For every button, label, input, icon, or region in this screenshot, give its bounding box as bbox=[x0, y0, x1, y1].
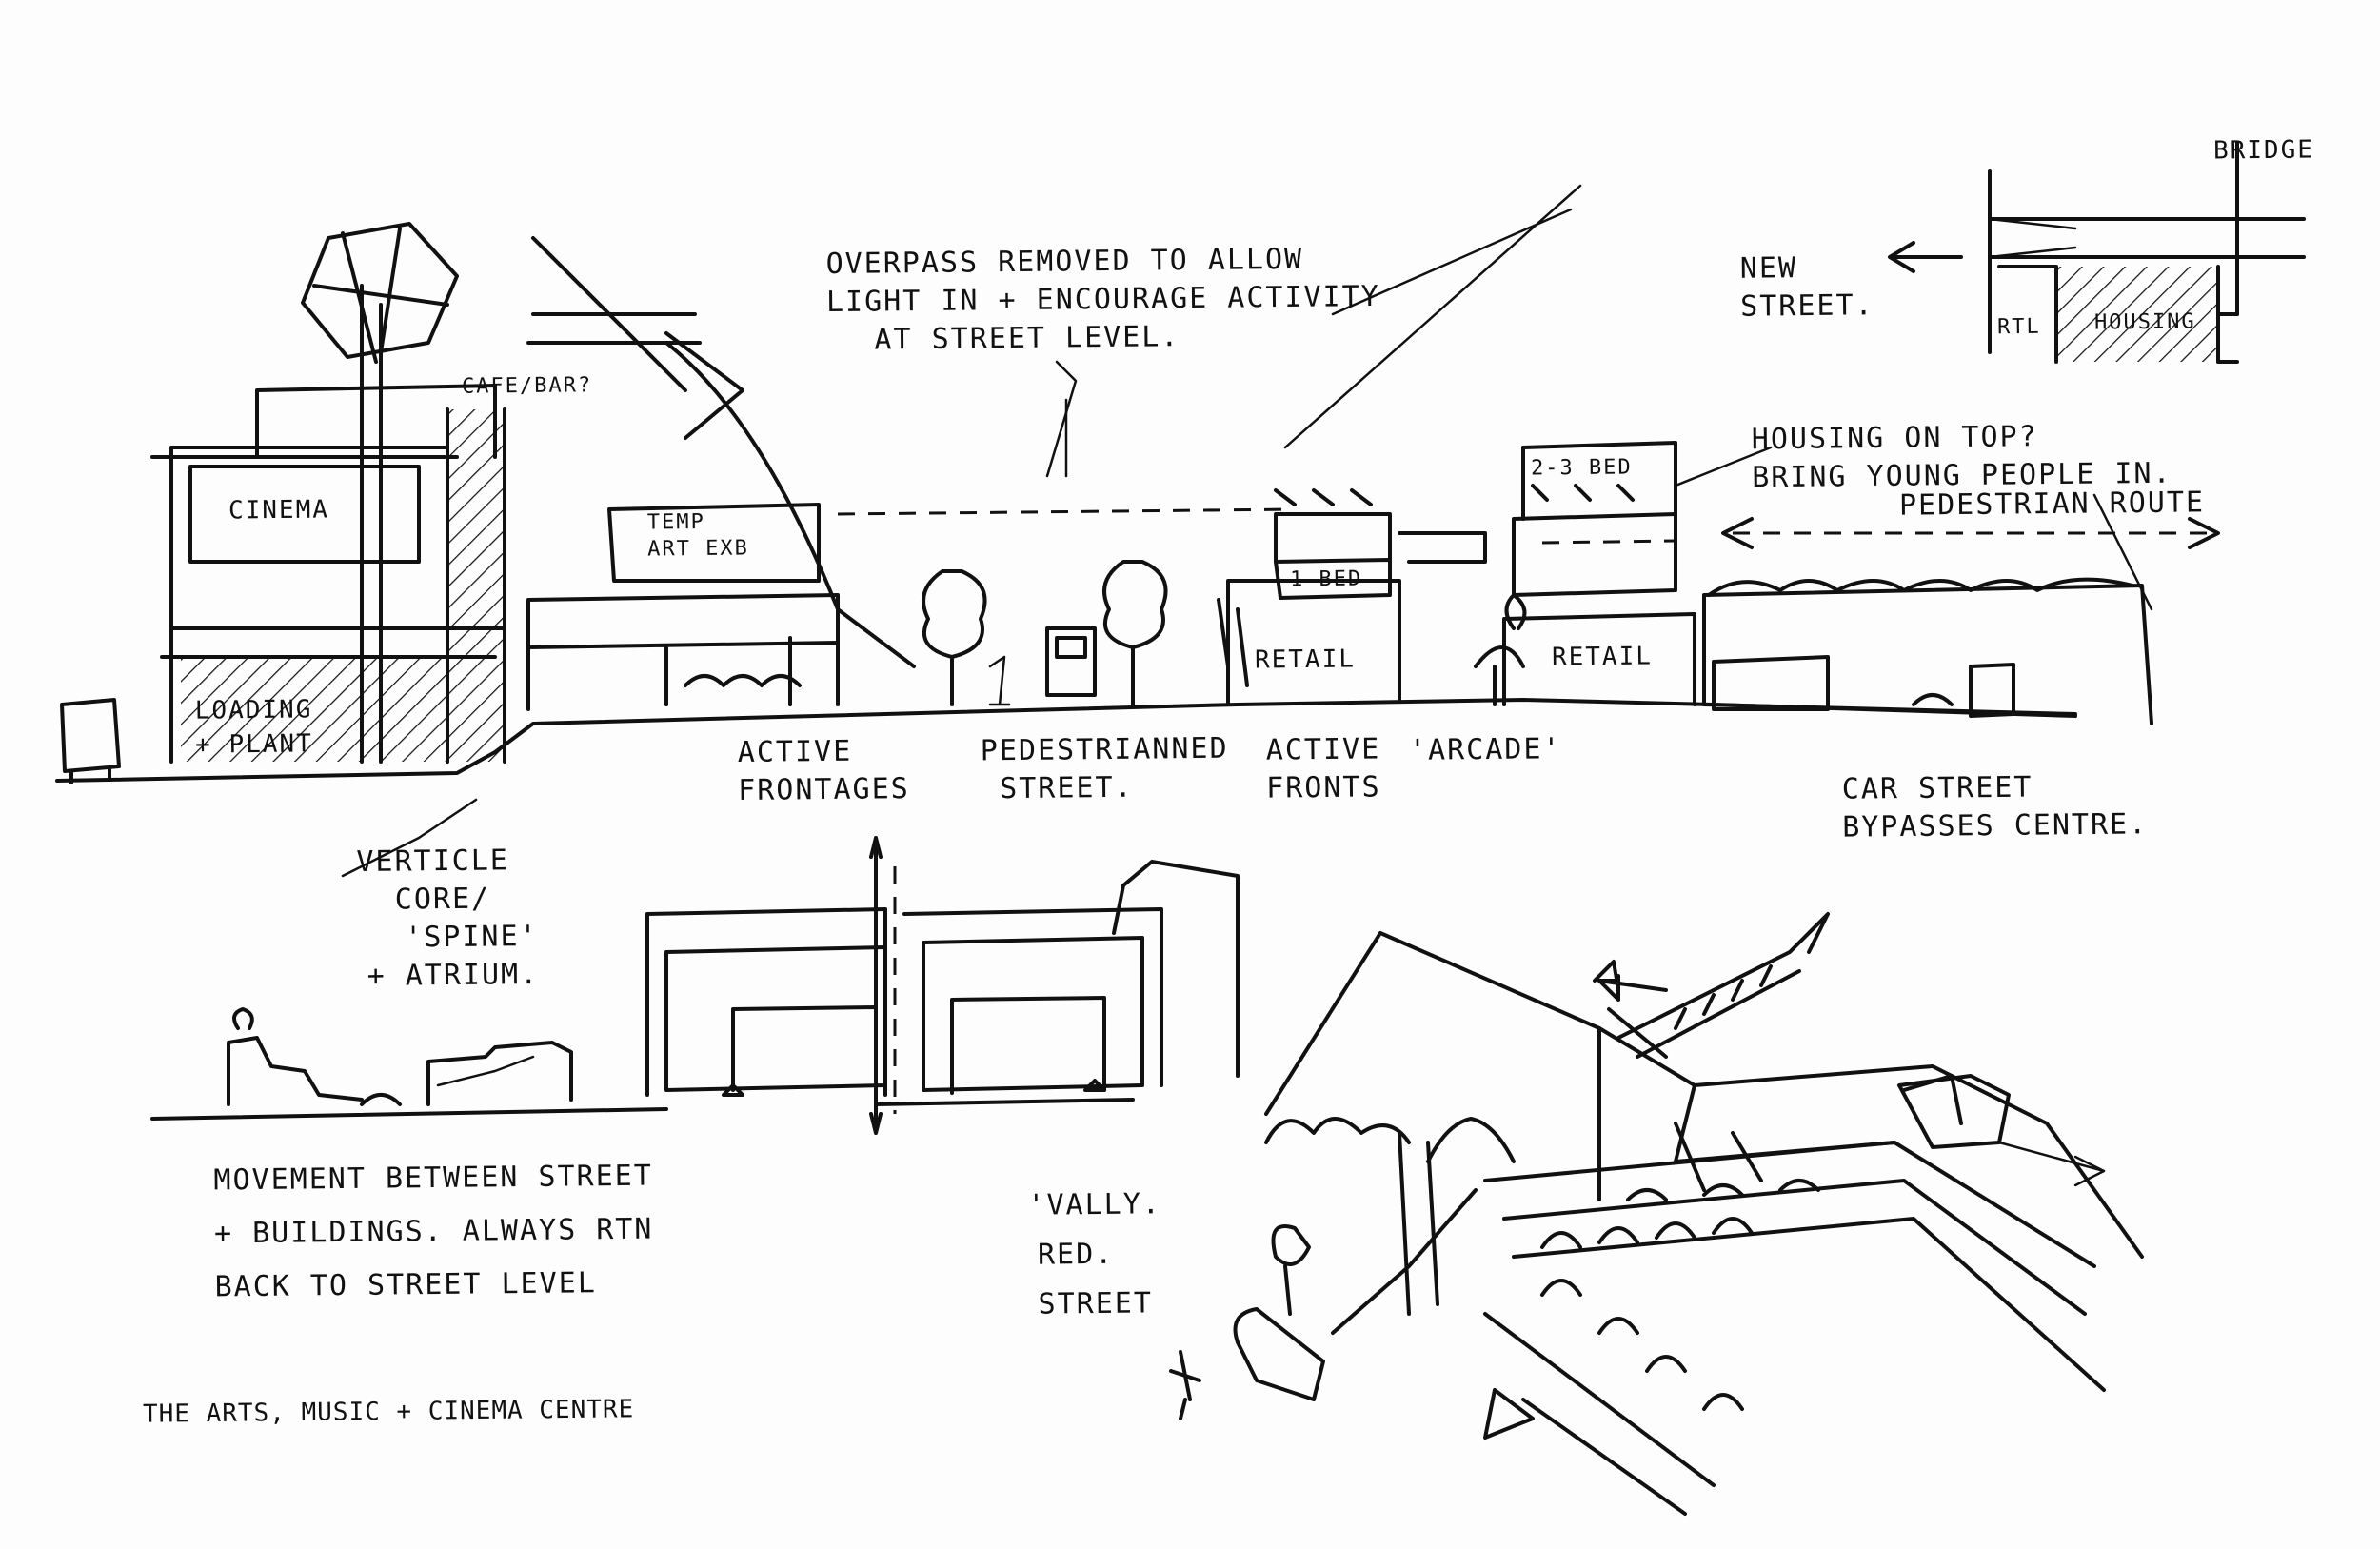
centre-title: THE ARTS, MUSIC + CINEMA CENTRE bbox=[142, 1395, 635, 1429]
overpass-note: OVERPASS REMOVED TO ALLOW LIGHT IN + ENC… bbox=[825, 240, 1380, 360]
vertical-core-line-2: CORE/ bbox=[394, 882, 491, 917]
overpass-note-line-2: LIGHT IN + ENCOURAGE ACTIVITY bbox=[825, 279, 1380, 320]
cinema-label: CINEMA bbox=[228, 495, 330, 526]
temp-art-line-1: TEMP bbox=[646, 509, 705, 535]
vertical-core-line-3: 'SPINE' bbox=[405, 920, 539, 955]
active-frontages-label: ACTIVE FRONTAGES bbox=[738, 732, 910, 810]
cafe-label: CAFE/BAR? bbox=[461, 373, 593, 399]
new-street-line-1: NEW bbox=[1739, 251, 1798, 286]
movement-line-1: MOVEMENT BETWEEN STREET bbox=[213, 1159, 654, 1198]
vally-red-street-note: 'VALLY. RED. STREET bbox=[1027, 1180, 1162, 1329]
loading-plant-label: LOADING + PLANT bbox=[195, 692, 313, 762]
car-street-note: CAR STREET BYPASSES CENTRE. bbox=[1842, 767, 2149, 846]
active-fronts-label: ACTIVE FRONTS bbox=[1266, 730, 1381, 807]
vertical-core-note: VERTICLE CORE/ 'SPINE' + ATRIUM. bbox=[356, 842, 539, 996]
new-street-label: NEW STREET. bbox=[1740, 248, 1874, 326]
pedestrianised-street-line-1: PEDESTRIANNED bbox=[980, 731, 1229, 768]
aerial-perspective bbox=[1169, 912, 2144, 1516]
vally-line-1: 'VALLY. bbox=[1027, 1187, 1162, 1222]
movement-diagram bbox=[150, 836, 1240, 1135]
arcade-label: 'ARCADE' bbox=[1408, 732, 1562, 767]
street-section bbox=[55, 141, 2306, 784]
movement-note: MOVEMENT BETWEEN STREET + BUILDINGS. ALW… bbox=[213, 1150, 654, 1315]
active-frontages-line-1: ACTIVE bbox=[737, 734, 853, 769]
pedestrian-route-label: PEDESTRIAN ROUTE bbox=[1898, 486, 2206, 523]
rtl-label: RTL bbox=[1996, 314, 2041, 340]
bridge-label: BRIDGE bbox=[2212, 135, 2315, 166]
retail-label-right: RETAIL bbox=[1551, 642, 1654, 672]
temp-art-label: TEMP ART EXB bbox=[647, 508, 749, 563]
active-fronts-line-1: ACTIVE bbox=[1265, 732, 1381, 767]
pedestrianised-street-label: PEDESTRIANNED STREET. bbox=[981, 730, 1230, 809]
pedestrianised-street-line-2: STREET. bbox=[1000, 770, 1134, 806]
housing-box-label: HOUSING bbox=[2093, 309, 2196, 335]
overpass-note-line-1: OVERPASS REMOVED TO ALLOW bbox=[825, 242, 1304, 282]
vertical-core-line-4: + ATRIUM. bbox=[367, 957, 540, 993]
movement-line-3: BACK TO STREET LEVEL bbox=[214, 1266, 597, 1304]
car-street-line-2: BYPASSES CENTRE. bbox=[1842, 807, 2149, 844]
loading-plant-line-1: LOADING bbox=[194, 695, 313, 725]
loading-plant-line-2: + PLANT bbox=[195, 729, 313, 760]
overpass-note-line-3: AT STREET LEVEL. bbox=[874, 320, 1180, 357]
vally-line-3: STREET bbox=[1038, 1286, 1154, 1321]
vertical-core-line-1: VERTICLE bbox=[356, 844, 510, 880]
car-street-line-1: CAR STREET bbox=[1841, 770, 2033, 806]
active-fronts-line-2: FRONTS bbox=[1266, 770, 1381, 805]
retail-label-left: RETAIL bbox=[1254, 645, 1357, 675]
annotation-leaders bbox=[341, 398, 1773, 878]
vally-line-2: RED. bbox=[1037, 1237, 1115, 1272]
housing-on-top-line-1: HOUSING ON TOP? bbox=[1751, 420, 2038, 457]
one-bed-label: 1 BED bbox=[1289, 566, 1363, 592]
movement-line-2: + BUILDINGS. ALWAYS RTN bbox=[213, 1212, 654, 1251]
active-frontages-line-2: FRONTAGES bbox=[738, 772, 910, 807]
new-street-line-2: STREET. bbox=[1740, 288, 1874, 324]
temp-art-line-2: ART EXB bbox=[647, 536, 749, 562]
two-three-bed-label: 2-3 BED bbox=[1530, 455, 1633, 481]
